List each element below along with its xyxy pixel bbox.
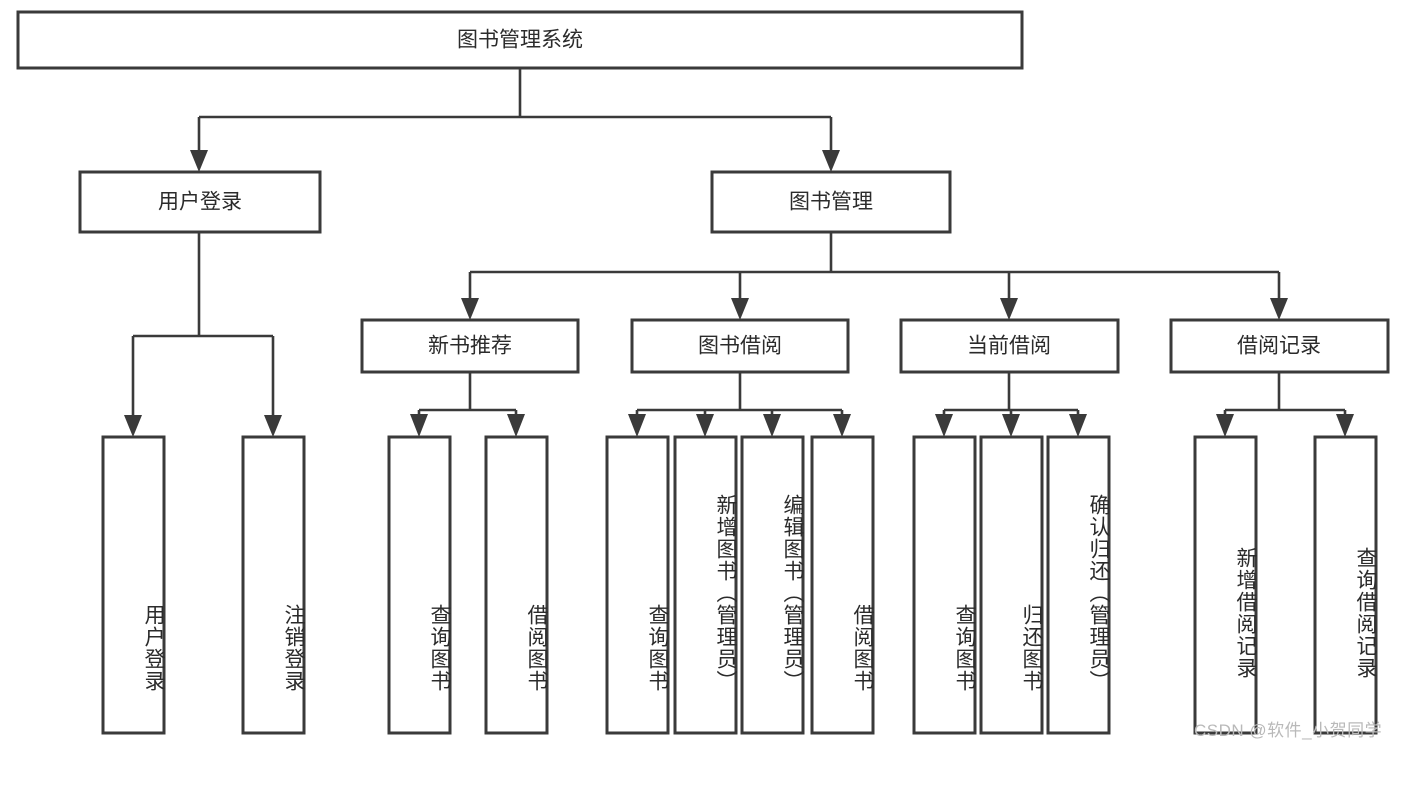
arrow-new-book-leaf2 bbox=[507, 414, 525, 437]
node-box-leaf-book-borrow-4[interactable] bbox=[810, 435, 875, 735]
flowchart-svg: 图书管理系统 用户登录 图书管理 新书推荐 图书借阅 当前借阅 借阅记录 bbox=[16, 10, 1390, 735]
arrow-book-borrow-leaf4 bbox=[833, 414, 851, 437]
node-label-borrow-record: 借阅记录 bbox=[1237, 335, 1321, 358]
csdn-watermark: CSDN @软件_小贺同学 bbox=[1194, 721, 1383, 740]
arrow-user-login-leaf1 bbox=[124, 415, 142, 437]
arrow-root-to-book-mgmt bbox=[822, 150, 840, 172]
node-box-leaf-book-borrow-2[interactable] bbox=[673, 435, 738, 735]
arrow-book-borrow-leaf2 bbox=[696, 414, 714, 437]
arrow-book-borrow-leaf3 bbox=[763, 414, 781, 437]
connector-group-new-book bbox=[410, 372, 525, 437]
node-label-current-borrow: 当前借阅 bbox=[967, 335, 1051, 358]
node-box-book-management[interactable] bbox=[710, 170, 952, 234]
arrow-current-borrow-leaf2 bbox=[1002, 414, 1020, 437]
arrow-book-borrow-leaf1 bbox=[628, 414, 646, 437]
node-box-leaf-current-borrow-2[interactable] bbox=[979, 435, 1044, 735]
node-box-leaf-user-login-1[interactable] bbox=[101, 435, 166, 735]
connector-group-book-mgmt bbox=[461, 232, 1288, 320]
arrow-new-book-leaf1 bbox=[410, 414, 428, 437]
arrow-book-mgmt-to-borrow bbox=[731, 298, 749, 320]
node-box-leaf-new-book-2[interactable] bbox=[484, 435, 549, 735]
node-box-book-borrow[interactable] bbox=[630, 318, 850, 374]
arrow-root-to-user-login bbox=[190, 150, 208, 172]
arrow-borrow-record-leaf2 bbox=[1336, 414, 1354, 437]
node-box-leaf-current-borrow-1[interactable] bbox=[912, 435, 977, 735]
node-label-user-login: 用户登录 bbox=[158, 191, 242, 214]
node-box-leaf-current-borrow-3[interactable] bbox=[1046, 435, 1111, 735]
arrow-user-login-leaf2 bbox=[264, 415, 282, 437]
node-box-root[interactable] bbox=[16, 10, 1024, 70]
node-label-book-borrow: 图书借阅 bbox=[698, 335, 782, 358]
node-box-leaf-new-book-1[interactable] bbox=[387, 435, 452, 735]
node-label-root: 图书管理系统 bbox=[457, 29, 583, 52]
node-box-borrow-record[interactable] bbox=[1169, 318, 1390, 374]
connector-group-root bbox=[190, 68, 840, 172]
node-box-user-login[interactable] bbox=[78, 170, 322, 234]
node-label-book-management: 图书管理 bbox=[789, 191, 873, 214]
node-box-leaf-borrow-record-2[interactable] bbox=[1313, 435, 1378, 735]
node-box-leaf-borrow-record-1[interactable] bbox=[1193, 435, 1258, 735]
arrow-current-borrow-leaf3 bbox=[1069, 414, 1087, 437]
arrow-book-mgmt-to-current bbox=[1000, 298, 1018, 320]
arrow-current-borrow-leaf1 bbox=[935, 414, 953, 437]
node-box-leaf-book-borrow-1[interactable] bbox=[605, 435, 670, 735]
arrow-borrow-record-leaf1 bbox=[1216, 414, 1234, 437]
connector-group-borrow-record bbox=[1216, 372, 1354, 437]
connector-group-user-login bbox=[124, 232, 282, 437]
arrow-book-mgmt-to-record bbox=[1270, 298, 1288, 320]
connector-group-book-borrow bbox=[628, 372, 851, 437]
node-box-new-book-recommend[interactable] bbox=[360, 318, 580, 374]
arrow-book-mgmt-to-new-book bbox=[461, 298, 479, 320]
diagram-canvas: 图书管理系统 用户登录 图书管理 新书推荐 图书借阅 当前借阅 借阅记录 bbox=[16, 10, 1390, 740]
node-box-leaf-user-login-2[interactable] bbox=[241, 435, 306, 735]
connector-group-current-borrow bbox=[935, 372, 1087, 437]
node-label-new-book-recommend: 新书推荐 bbox=[428, 335, 512, 358]
node-box-current-borrow[interactable] bbox=[899, 318, 1120, 374]
node-box-leaf-book-borrow-3[interactable] bbox=[740, 435, 805, 735]
